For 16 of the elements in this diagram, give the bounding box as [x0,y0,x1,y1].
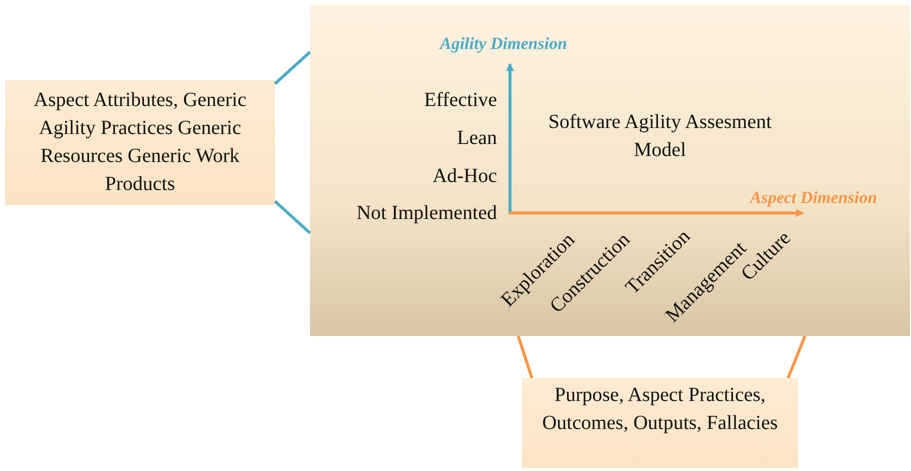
model-panel [310,5,910,336]
connector-line [786,335,806,379]
level-label: Ad-Hoc [432,164,497,188]
description-box [522,378,798,468]
connector-line [516,336,534,378]
description-box [5,80,275,205]
connector-line [274,200,311,234]
connector-line [274,50,311,85]
description-text: Purpose, Aspect Practices, Outcomes, Outputs, Fallacies [541,383,779,436]
level-label: Lean [457,126,497,150]
axis-title: Agility Dimension [440,33,568,55]
level-label: Not Implemented [356,201,497,225]
description-text: Aspect Attributes, Generic Agility Practices Generic Resources Generic Work Products [32,88,248,197]
level-label: Effective [424,88,497,112]
model-title: Software Agility Assesment Model [547,110,773,163]
axis-title: Aspect Dimension [750,187,878,209]
